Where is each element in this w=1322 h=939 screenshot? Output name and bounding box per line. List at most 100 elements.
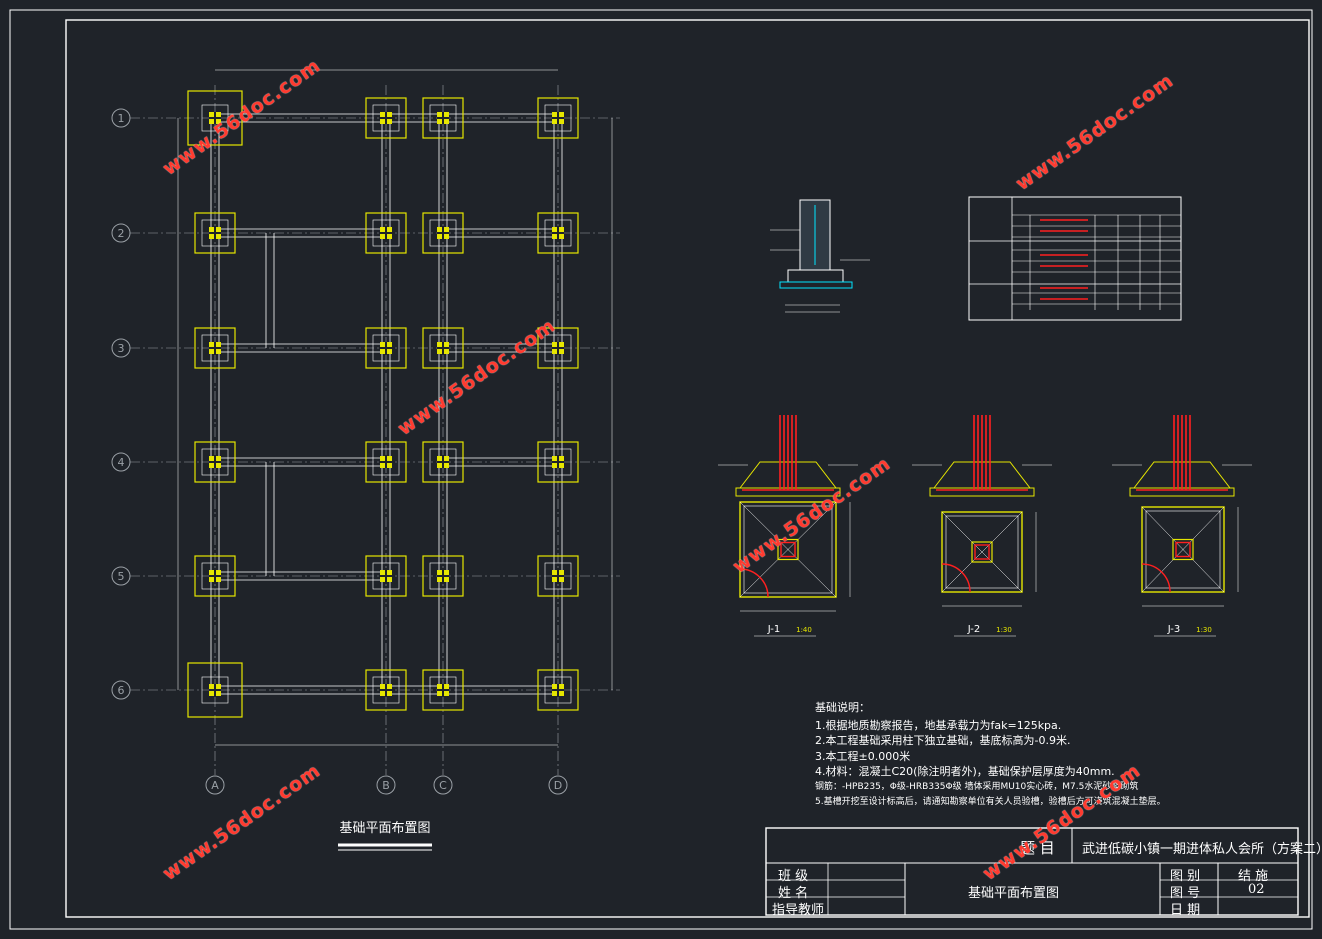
note-line: 4.材料：混凝土C20(除注明者外)，基础保护层厚度为40mm.: [815, 765, 1115, 778]
footing-plan-diagonal: [739, 501, 837, 598]
footing-inner: [429, 562, 457, 590]
footing-detail-label: J-2: [967, 624, 981, 635]
title-block-value-number: 02: [1248, 882, 1265, 897]
footing-outline: [194, 327, 236, 369]
column-section-mark: [552, 232, 564, 234]
footing-outline: [537, 669, 579, 711]
footing-detail-label: J-1: [767, 624, 781, 635]
column-stub: [1172, 538, 1194, 561]
axis-label-col: C: [439, 779, 447, 792]
footing-outline: [537, 97, 579, 139]
footing-inner: [429, 334, 457, 362]
title-block-value-category: 结 施: [1238, 869, 1269, 884]
column-section-mark: [380, 117, 392, 119]
footing-inner: [372, 219, 400, 247]
footing-outline: [194, 212, 236, 254]
footing-inner: [544, 219, 572, 247]
footing-detail-label: J-3: [1167, 624, 1181, 635]
rebar-detail-arc: [941, 563, 971, 593]
footing-detail-scale: 1:30: [1196, 626, 1212, 634]
footing-details: J-1 1:40 J-2 1:30 J-3 1:30: [718, 415, 1252, 637]
inner-frame: [65, 19, 1310, 918]
column-section-mark: [437, 232, 449, 234]
column-section-mark: [552, 461, 564, 463]
column-section-mark: [209, 689, 221, 691]
footing-outline: [365, 97, 407, 139]
footing-inner: [372, 562, 400, 590]
column-rebar: [974, 544, 990, 560]
footing-inner: [201, 104, 229, 132]
column-stub: [971, 541, 993, 563]
title-block-label-number: 图 号: [1170, 886, 1201, 901]
column-section-mark: [209, 461, 221, 463]
footing-outline: [422, 327, 464, 369]
footing-inner: [372, 448, 400, 476]
axis-label-row: 3: [118, 342, 125, 355]
column-stub: [777, 538, 799, 561]
footing-detail-scale: 1:40: [796, 626, 812, 634]
axis-bubble-row: [111, 566, 131, 586]
column-section-mark: [552, 117, 564, 119]
footing-outline: [365, 441, 407, 483]
rebar-detail-arc: [1141, 563, 1171, 593]
column-section-mark: [437, 461, 449, 463]
note-line: 2.本工程基础采用柱下独立基础，基底标高为-0.9米.: [815, 734, 1071, 747]
rebar-detail-arc: [739, 568, 769, 598]
footing-inner: [201, 562, 229, 590]
foundation-notes: 基础说明： 1.根据地质勘察报告，地基承载力为fak=125kpa. 2.本工程…: [815, 700, 1166, 811]
axis-label-col: D: [554, 779, 562, 792]
footing-outline: [365, 669, 407, 711]
note-line: 3.本工程±0.000米: [815, 749, 911, 763]
wall-section-detail: [770, 199, 870, 313]
footing-outline: [537, 327, 579, 369]
rebar-schedule-table: [968, 196, 1182, 321]
column-section-mark: [437, 347, 449, 349]
footing-plan-inner: [1145, 510, 1221, 589]
footing-outline: [422, 669, 464, 711]
footing-inner: [544, 104, 572, 132]
footing-outline: [422, 441, 464, 483]
title-block-project-name: 武进低碳小镇一期进体私人会所（方案二）: [1082, 842, 1322, 857]
column-section-mark: [209, 232, 221, 234]
axis-bubble-col: [376, 775, 396, 795]
footing-detail-scale: 1:30: [996, 626, 1012, 634]
footing-inner: [544, 448, 572, 476]
footing-outline: [537, 555, 579, 597]
column-section-mark: [209, 347, 221, 349]
footing-plan-outline: [1141, 506, 1225, 593]
footing-outline: [422, 212, 464, 254]
column-section-mark: [380, 575, 392, 577]
footing-inner: [201, 676, 229, 704]
footing-plan-outline: [739, 501, 837, 598]
column-section-mark: [380, 689, 392, 691]
footing-outline: [194, 441, 236, 483]
footing-outline: [537, 212, 579, 254]
column-rebar: [780, 541, 796, 558]
footing-outline: [422, 555, 464, 597]
plan-title: 基础平面布置图: [339, 821, 430, 836]
column-section-mark: [437, 689, 449, 691]
footing-inner: [201, 334, 229, 362]
footing-plan-inner: [743, 505, 833, 594]
footing-outline: [187, 90, 243, 146]
column-section-mark: [209, 117, 221, 119]
title-block-label-category: 图 别: [1170, 869, 1201, 884]
footing-inner: [544, 334, 572, 362]
axis-label-row: 5: [118, 570, 125, 583]
title-block-topic-label: 题 目: [1020, 839, 1055, 857]
footing-inner: [201, 219, 229, 247]
column-section-mark: [209, 575, 221, 577]
footing-inner: [544, 562, 572, 590]
column-section-mark: [552, 575, 564, 577]
footing-inner: [544, 676, 572, 704]
footing-inner: [429, 219, 457, 247]
footing-outline: [365, 212, 407, 254]
title-block-drawing-name: 基础平面布置图: [968, 886, 1060, 901]
column-section-mark: [380, 461, 392, 463]
notes-title: 基础说明：: [815, 701, 870, 714]
title-block: [765, 827, 1299, 916]
footing-plan-diagonal: [1141, 506, 1225, 593]
outer-frame: [9, 9, 1313, 930]
axis-bubble-col: [548, 775, 568, 795]
